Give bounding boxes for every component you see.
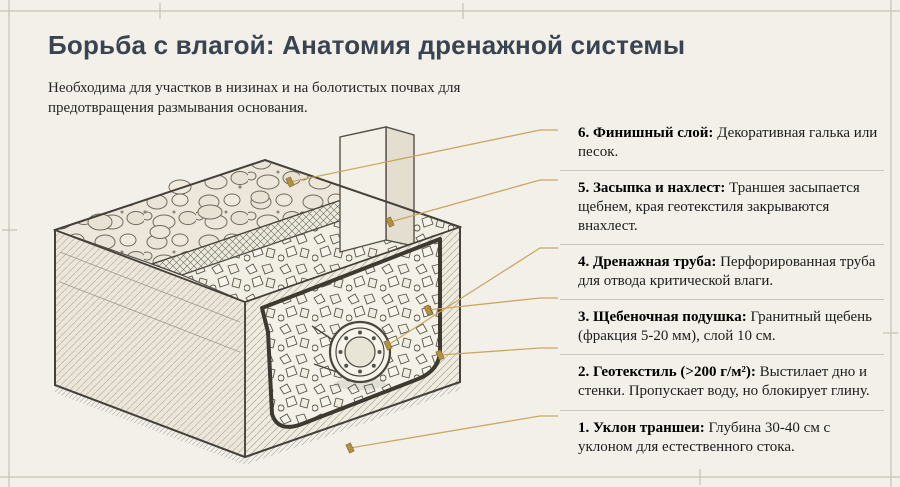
legend-item-label: 4. Дренажная труба: [578, 254, 717, 271]
legend-item-5: 5. Засыпка и нахлест: Траншея засыпается… [560, 170, 884, 244]
drainage-diagram [40, 112, 540, 472]
legend-item-label: 1. Уклон траншеи: [578, 419, 705, 436]
legend-item-3: 3. Щебеночная подушка: Гранитный щебень … [560, 299, 884, 354]
pebble-finish-layer [53, 159, 364, 265]
legend-item-text: Выстилает дно и стенки. Пропускает воду,… [578, 364, 870, 400]
legend-item-label: 3. Щебеночная подушка: [578, 309, 747, 326]
legend-item-text: Траншея засыпается щебнем, края геотекст… [578, 180, 860, 235]
page-subtitle: Необходима для участков в низинах и на б… [48, 80, 461, 117]
drain-pipe [311, 320, 392, 390]
soil-bank [54, 228, 246, 459]
legend-item-label: 6. Финишный слой: [578, 125, 714, 141]
legend-item-6: 6. Финишный слой: Декоративная галька ил… [560, 116, 884, 170]
legend-item-text: Перфорированная труба для отвода критиче… [578, 254, 876, 290]
legend-item-1: 1. Уклон траншеи: Глубина 30-40 см с укл… [560, 409, 884, 465]
legend-item-label: 2. Геотекстиль (>200 г/м²): [578, 364, 756, 381]
page-title: Борьба с влагой: Анатомия дренажной сист… [48, 30, 686, 60]
legend: 6. Финишный слой: Декоративная галька ил… [560, 116, 884, 465]
drainage-diagram-svg [52, 126, 463, 465]
legend-item-text: Гранитный щебень (фракция 5-20 мм), слой… [578, 309, 872, 345]
legend-item-2: 2. Геотекстиль (>200 г/м²): Выстилает дн… [560, 354, 884, 409]
legend-item-text: Декоративная галька или песок. [578, 125, 878, 161]
legend-item-4: 4. Дренажная труба: Перфорированная труб… [560, 244, 884, 299]
legend-item-label: 5. Засыпка и нахлест: [578, 180, 726, 197]
legend-item-text: Глубина 30-40 см с уклоном для естествен… [578, 419, 831, 455]
